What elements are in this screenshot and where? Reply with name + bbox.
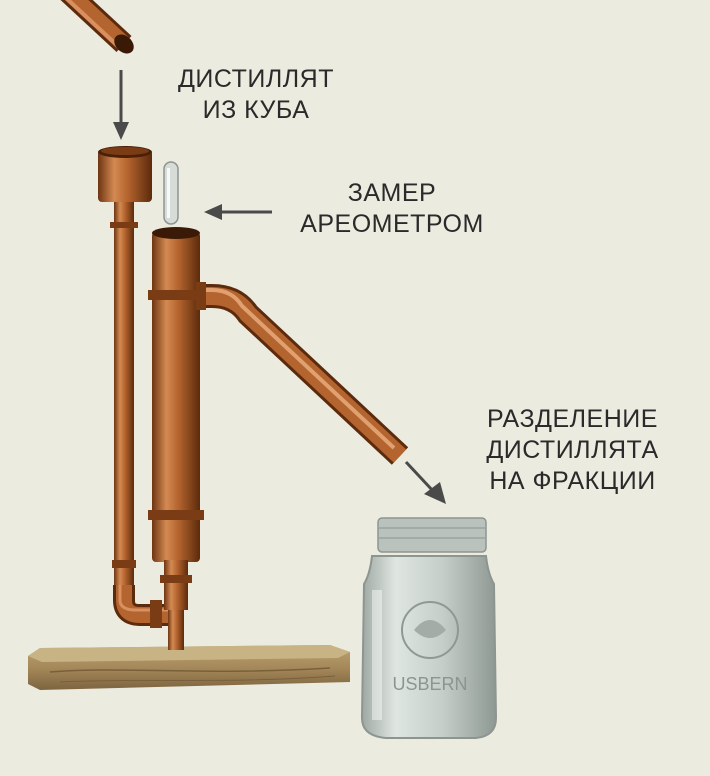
jar-emboss-text: USBERN	[392, 674, 467, 694]
wooden-base	[28, 645, 350, 690]
label-line: ИЗ КУБА	[202, 96, 310, 124]
inlet-column	[98, 146, 152, 590]
inlet-pipe	[60, 0, 134, 54]
u-bend-pipe	[113, 585, 172, 628]
arrow-to-jar-icon	[404, 460, 446, 504]
label-line: НА ФРАКЦИИ	[489, 467, 656, 495]
arrow-down-icon	[113, 70, 129, 140]
outlet-pipe	[196, 282, 409, 465]
collection-jar: USBERN	[360, 517, 498, 739]
label-hydrometer-measurement: ЗАМЕР АРЕОМЕТРОМ	[286, 178, 498, 240]
label-line: ЗАМЕР	[347, 179, 437, 207]
label-line: ДИСТИЛЛЯТА	[486, 436, 659, 464]
label-distillate-from-still: ДИСТИЛЛЯТ ИЗ КУБА	[168, 64, 344, 126]
arrow-left-icon	[204, 204, 272, 220]
hydrometer-tube	[163, 161, 179, 225]
hydrometer-column	[148, 227, 204, 650]
label-line: АРЕОМЕТРОМ	[300, 210, 484, 238]
label-fraction-separation: РАЗДЕЛЕНИЕ ДИСТИЛЛЯТА НА ФРАКЦИИ	[470, 404, 675, 497]
label-line: ДИСТИЛЛЯТ	[177, 65, 334, 93]
label-line: РАЗДЕЛЕНИЕ	[487, 405, 658, 433]
